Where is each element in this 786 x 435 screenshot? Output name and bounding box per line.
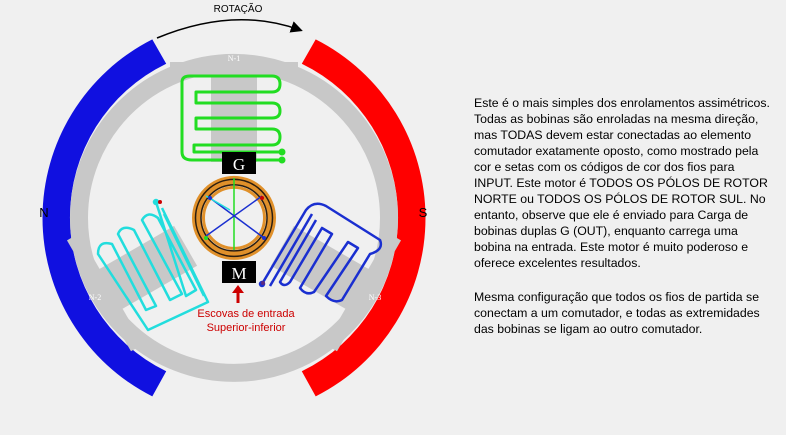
rotation-arrow bbox=[156, 19, 303, 39]
south-magnet bbox=[301, 39, 426, 397]
commutator bbox=[158, 175, 276, 285]
brush-label-line1: Escovas de entrada bbox=[197, 308, 295, 320]
description-paragraph-1: Este é o mais simples dos enrolamentos a… bbox=[474, 96, 770, 270]
pole-label-n2: N-2 bbox=[89, 293, 101, 302]
coil-n1 bbox=[180, 74, 286, 164]
input-arrow bbox=[232, 285, 244, 303]
north-magnet bbox=[42, 39, 167, 397]
coil-n2 bbox=[96, 198, 210, 332]
description-paragraph-2: Mesma configuração que todos os fios de … bbox=[474, 290, 760, 336]
brush-m-label: M bbox=[231, 264, 246, 283]
rotation-label: ROTAÇÃO bbox=[214, 2, 263, 15]
brush-label-line2: Superior-inferior bbox=[207, 322, 286, 334]
pole-label-n1: N-1 bbox=[228, 54, 240, 63]
brush-g bbox=[222, 152, 256, 174]
pole-label-n3: N-3 bbox=[369, 293, 381, 302]
brush-m bbox=[222, 261, 256, 283]
south-label: S bbox=[419, 205, 428, 220]
motor-diagram: N-1 N-2 N-3 G M bbox=[39, 2, 428, 397]
north-label: N bbox=[39, 205, 48, 220]
brush-g-label: G bbox=[233, 155, 245, 174]
